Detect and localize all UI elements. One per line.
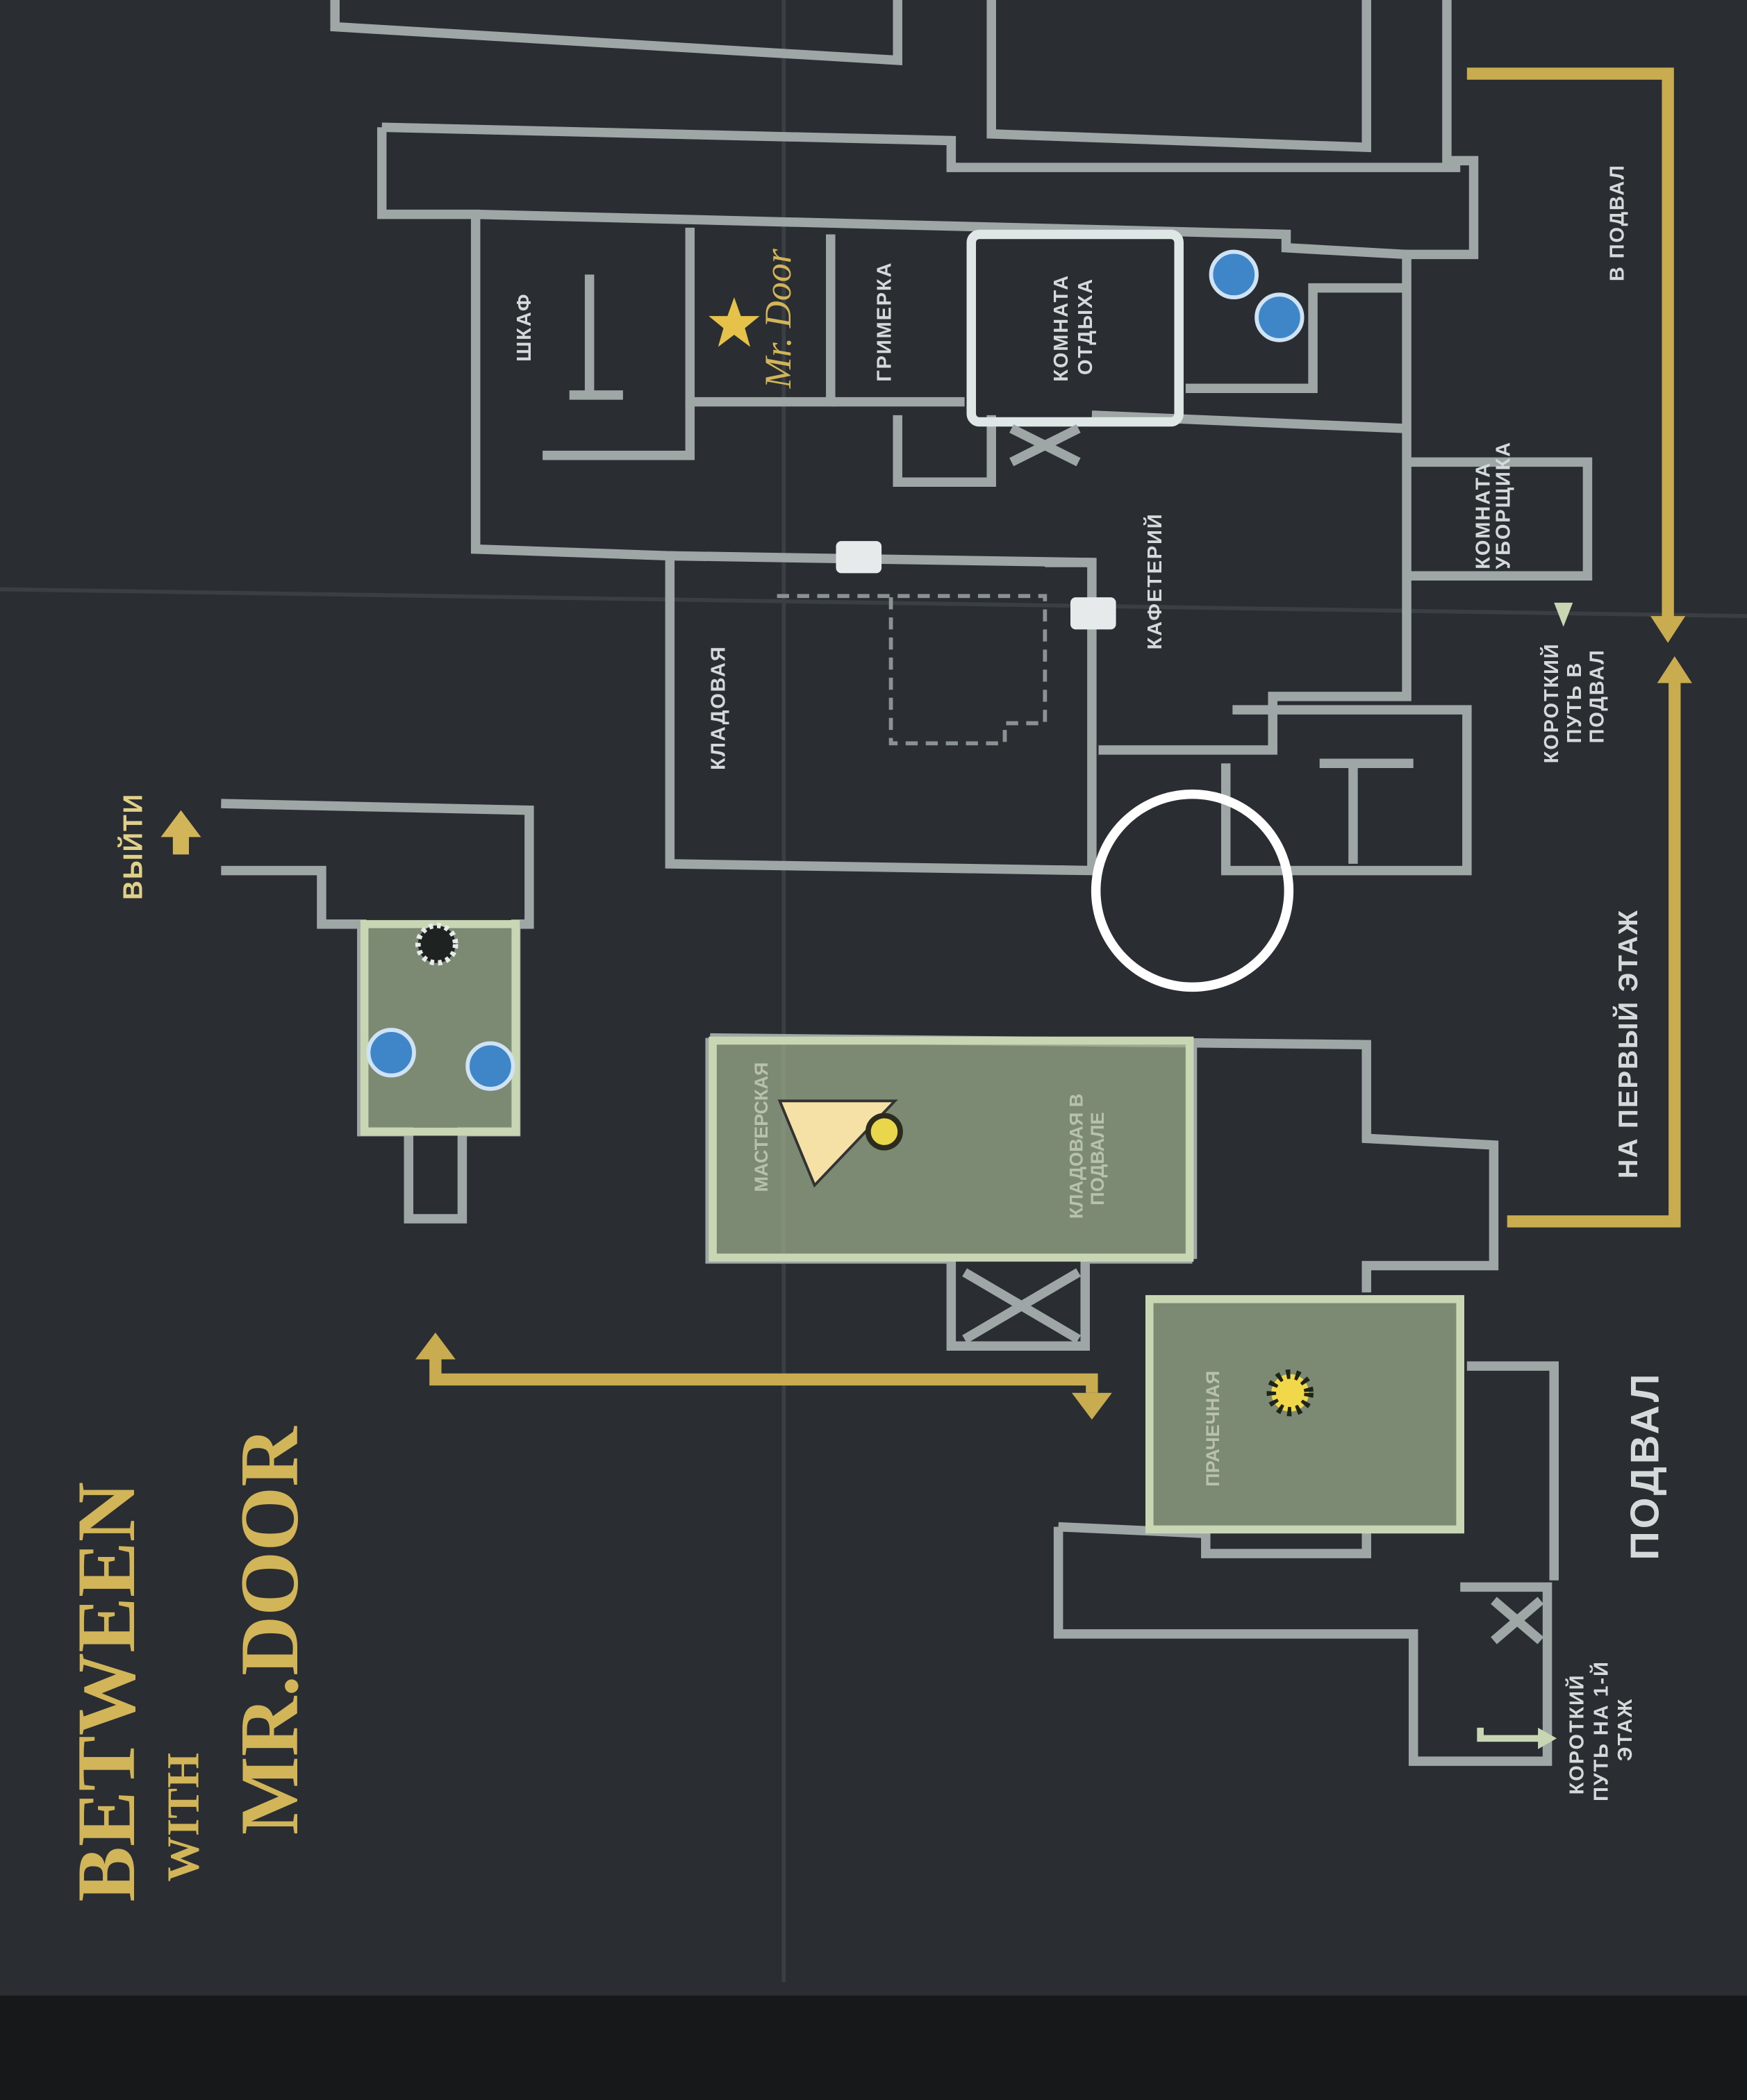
room-label-closet: ШКАФ <box>513 292 536 361</box>
exit-label[interactable]: ВЫЙТИ <box>117 793 149 900</box>
briefcase-icon[interactable] <box>366 1028 416 1078</box>
arrow-down-icon <box>1071 1392 1112 1420</box>
lock-icon[interactable] <box>836 541 882 574</box>
mr-door-logo: Mr. Door <box>757 248 799 389</box>
shortcut-arrow-icon <box>1554 602 1573 627</box>
room-label-basement-storage-2: ПОДВАЛЕ <box>1087 1112 1108 1205</box>
exit-arrow-shaft <box>172 834 189 855</box>
lock-icon[interactable] <box>1070 597 1116 630</box>
objective-sun-icon[interactable] <box>1266 1369 1314 1417</box>
player-position-icon <box>777 1099 898 1188</box>
path-to-first-floor <box>1507 676 1681 1228</box>
room-label-workshop: МАСТЕРСКАЯ <box>751 1062 772 1192</box>
room-label-rest-room-1: КОМНАТА <box>1050 274 1073 382</box>
arrow-up-icon <box>1657 656 1692 683</box>
shortcut-arrow-line <box>1477 1727 1541 1742</box>
room-label-cafeteria: КАФЕТЕРИЙ <box>1143 512 1166 649</box>
shortcut-basement-label-1: КОРОТКИЙ <box>1539 642 1563 763</box>
paper-fold <box>0 587 1747 619</box>
arrow-up-icon <box>415 1332 456 1360</box>
room-label-rest-room-2: ОТДЫХА <box>1075 278 1097 375</box>
briefcase-icon[interactable] <box>1255 292 1305 342</box>
room-label-basement-storage-1: КЛАДОВАЯ В <box>1066 1094 1086 1219</box>
exit-arrow-icon <box>160 810 201 838</box>
path-connector <box>429 1352 1098 1393</box>
arrow-down-icon <box>1650 616 1686 643</box>
disguise-icon[interactable] <box>465 1041 515 1091</box>
objective-sun-icon[interactable] <box>865 1112 903 1151</box>
room-label-laundry: ПРАЧЕЧНАЯ <box>1202 1371 1223 1487</box>
screen-bezel <box>0 1995 1747 2100</box>
shortcut-first-floor-label-3: ЭТАЖ <box>1614 1698 1637 1761</box>
room-label-storage: КЛАДОВАЯ <box>707 645 729 769</box>
title-line-2: WITH <box>159 1753 209 1882</box>
title-line-1: BETWEEN <box>60 1482 152 1902</box>
room-label-dressing-room: ГРИМЕРКА <box>874 262 896 382</box>
path-to-basement <box>1466 67 1674 623</box>
to-first-floor-label[interactable]: НА ПЕРВЫЙ ЭТАЖ <box>1612 909 1643 1178</box>
laundry-highlight[interactable] <box>1145 1294 1464 1534</box>
gear-item-icon[interactable] <box>415 922 458 966</box>
shortcut-first-floor-label-1: КОРОТКИЙ <box>1565 1674 1589 1794</box>
star-icon <box>709 297 760 347</box>
selection-ring[interactable] <box>1091 789 1294 992</box>
room-label-janitor-1: КОМНАТА <box>1473 462 1495 569</box>
shortcut-basement-label-3: ПОДВАЛ <box>1587 649 1609 743</box>
shortcut-first-floor-label-2: ПУТЬ НА 1-Й <box>1589 1660 1612 1801</box>
floor-name: ПОДВАЛ <box>1623 1372 1668 1560</box>
to-basement-label[interactable]: В ПОДВАЛ <box>1607 164 1629 281</box>
room-label-janitor-2: УБОРЩИКА <box>1493 441 1515 569</box>
shortcut-arrow-icon <box>1538 1727 1557 1749</box>
workshop-highlight[interactable] <box>709 1036 1194 1262</box>
title-line-3: MR.DOOR <box>223 1426 315 1835</box>
disguise-icon[interactable] <box>1209 249 1259 300</box>
shortcut-basement-label-2: ПУТЬ В <box>1564 662 1586 744</box>
walls <box>221 0 1593 1766</box>
